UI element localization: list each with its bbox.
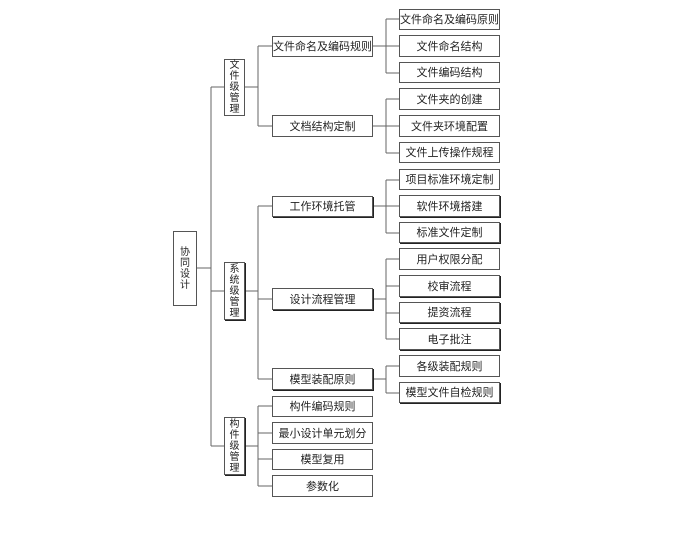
- level2-node: 模型复用: [272, 449, 373, 470]
- level2-node: 文档结构定制: [272, 115, 373, 137]
- level3-node: 文件编码结构: [399, 62, 500, 83]
- level2-node: 参数化: [272, 475, 373, 497]
- level2-node: 构件编码规则: [272, 396, 373, 417]
- level3-node: 校审流程: [399, 275, 500, 297]
- level2-node: 文件命名及编码规则: [272, 36, 373, 57]
- root-node: 协同设计: [173, 231, 197, 306]
- level3-node: 提资流程: [399, 302, 500, 323]
- level1-node-label: 系统级管理: [229, 263, 240, 319]
- level1-node-file: 文件级管理: [224, 59, 245, 116]
- level2-node: 模型装配原则: [272, 368, 373, 390]
- level1-node-label: 构件级管理: [229, 418, 240, 474]
- level2-node: 设计流程管理: [272, 288, 373, 310]
- level1-node-component: 构件级管理: [224, 417, 245, 475]
- level3-node: 用户权限分配: [399, 248, 500, 270]
- level3-node: 文件夹环境配置: [399, 115, 500, 137]
- level1-node-system: 系统级管理: [224, 262, 245, 320]
- level3-node: 文件上传操作规程: [399, 142, 500, 163]
- level2-node: 最小设计单元划分: [272, 422, 373, 444]
- level3-node: 文件命名及编码原则: [399, 9, 500, 30]
- level3-node: 文件夹的创建: [399, 88, 500, 110]
- level1-node-label: 文件级管理: [229, 60, 240, 115]
- level3-node: 项目标准环境定制: [399, 169, 500, 190]
- root-node-label: 协同设计: [180, 246, 190, 291]
- level3-node: 软件环境搭建: [399, 195, 500, 217]
- level2-node: 工作环境托管: [272, 196, 373, 217]
- level3-node: 模型文件自检规则: [399, 382, 500, 403]
- level3-node: 标准文件定制: [399, 222, 500, 243]
- level3-node: 文件命名结构: [399, 35, 500, 57]
- level3-node: 电子批注: [399, 328, 500, 350]
- level3-node: 各级装配规则: [399, 355, 500, 377]
